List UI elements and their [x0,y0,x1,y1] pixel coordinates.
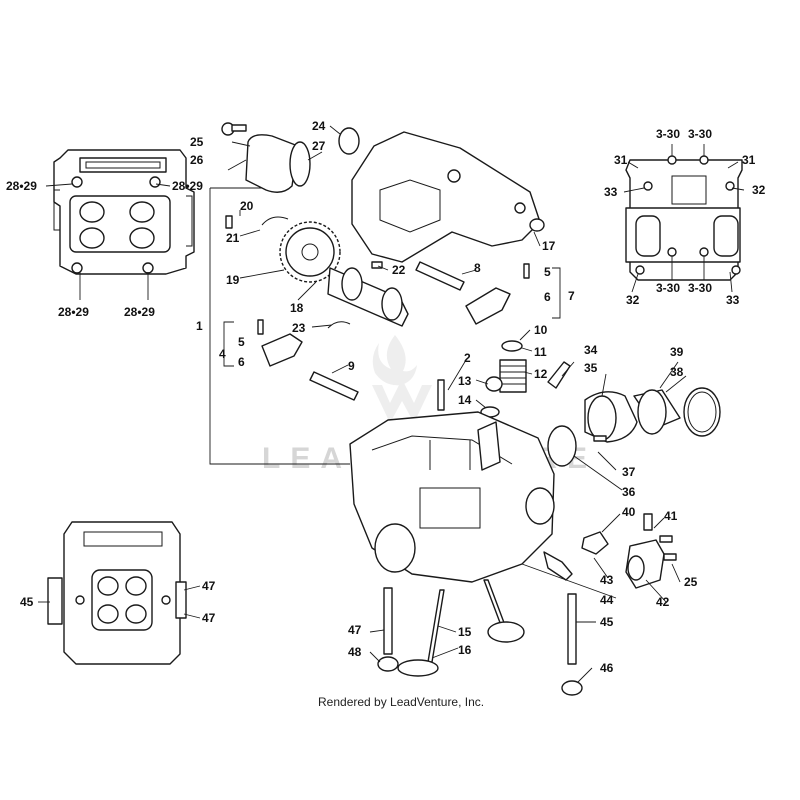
callout-label: 21 [226,231,240,245]
callout-label: 8 [474,261,481,275]
callout-label: 35 [584,361,598,375]
callout-label: 6 [544,290,551,304]
callout-label: 47 [202,579,216,593]
callout-label: 5 [544,265,551,279]
callout-label: 36 [622,485,636,499]
callout-label: 20 [240,199,254,213]
callout-label: 3-30 [656,281,680,295]
callout-label: 41 [664,509,678,523]
callout-label: 39 [670,345,684,359]
callout-label: 31 [742,153,756,167]
callout-label: 48 [348,645,362,659]
callout-label: 6 [238,355,245,369]
callout-label: 15 [458,625,472,639]
callout-label: 24 [312,119,326,133]
callout-label: 27 [312,139,326,153]
leader-lines [38,125,745,683]
callout-label: 33 [604,185,618,199]
inset-head-gasket-view [625,155,743,281]
callout-label: 25 [190,135,204,149]
callout-labels: 1 2 4 5 5 6 6 7 8 9 10 11 12 13 14 15 16… [6,119,766,675]
leadventure-watermark-logo [372,335,432,423]
callout-label: 33 [726,293,740,307]
callout-label: 10 [534,323,548,337]
breather-assembly [221,122,311,193]
callout-label: 12 [534,367,548,381]
callout-label: 3-30 [688,127,712,141]
callout-label: 28•29 [172,179,203,193]
callout-label: 1 [196,319,203,333]
callout-label: 46 [600,661,614,675]
callout-label: 38 [670,365,684,379]
inset-head-bottom-view [47,521,187,665]
callout-label: 14 [458,393,472,407]
callout-label: 3-30 [688,281,712,295]
valve-cover [338,127,545,263]
callout-label: 17 [542,239,556,253]
camshaft-assembly [225,215,409,329]
callout-label: 45 [20,595,34,609]
callout-label: 23 [292,321,306,335]
callout-label: 22 [392,263,406,277]
valves-and-studs [377,579,583,696]
callout-label: 47 [348,623,362,637]
callout-label: 13 [458,374,472,388]
callout-label: 28•29 [124,305,155,319]
callout-label: 32 [626,293,640,307]
callout-label: 18 [290,301,304,315]
inset-head-top-view [53,149,195,275]
cylinder-head-main [349,411,555,583]
callout-label: 43 [600,573,614,587]
intake-assembly [547,361,721,467]
callout-label: 44 [600,593,614,607]
rocker-assembly [257,261,530,401]
callout-label: 3-30 [656,127,680,141]
callout-label: 4 [219,347,226,361]
callout-label: 5 [238,335,245,349]
callout-label: 28•29 [6,179,37,193]
callout-label: 11 [534,345,547,359]
callout-label: 37 [622,465,636,479]
callout-label: 42 [656,595,670,609]
callout-label: 26 [190,153,204,167]
credit-text: Rendered by LeadVenture, Inc. [318,695,484,709]
callout-label: 19 [226,273,240,287]
valve-spring-assembly [437,340,527,418]
callout-label: 45 [600,615,614,629]
callout-label: 31 [614,153,628,167]
callout-label: 34 [584,343,598,357]
callout-label: 25 [684,575,698,589]
callout-label: 40 [622,505,636,519]
callout-label: 16 [458,643,472,657]
callout-label: 9 [348,359,355,373]
callout-label: 7 [568,289,575,303]
callout-label: 28•29 [58,305,89,319]
callout-label: 47 [202,611,216,625]
callout-label: 32 [752,183,766,197]
callout-label: 2 [464,351,471,365]
sensor-assembly [543,513,677,589]
